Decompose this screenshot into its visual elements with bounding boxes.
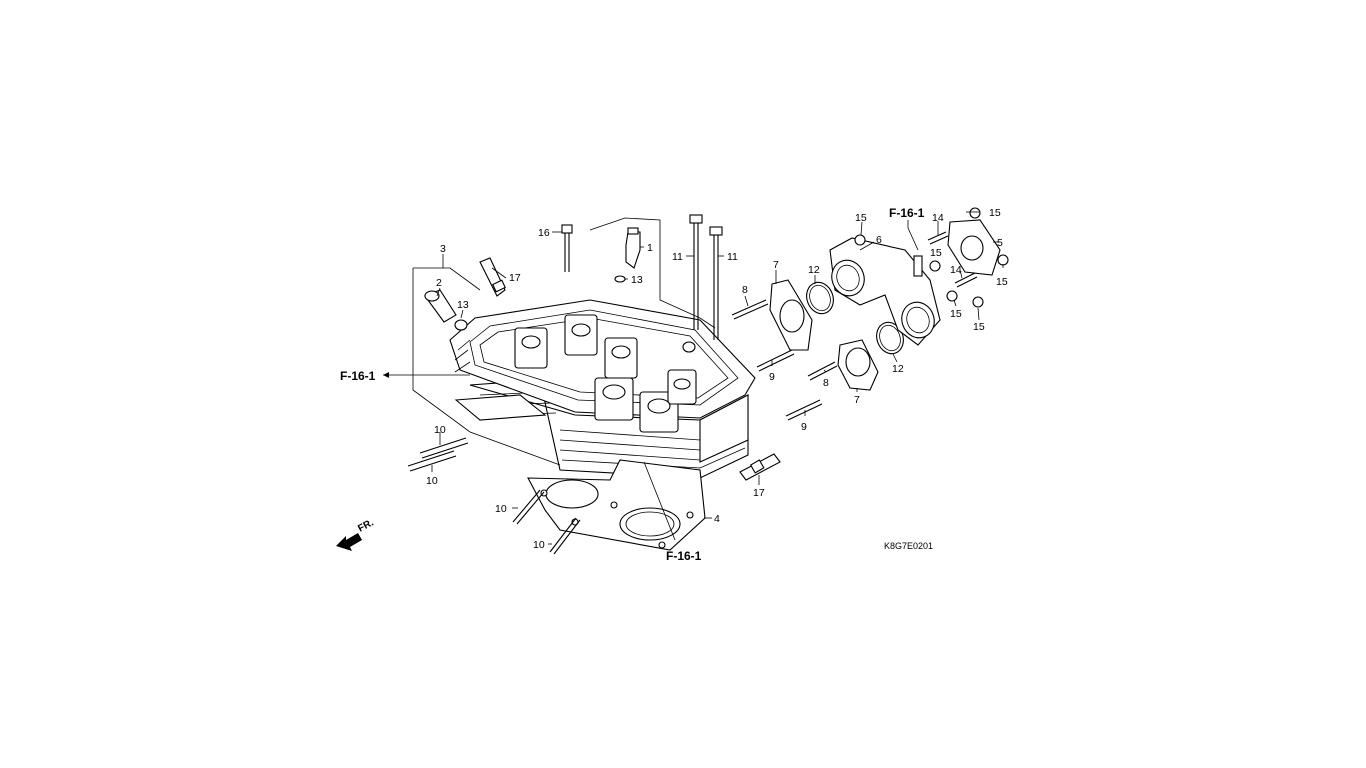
bolt-16 <box>561 224 573 272</box>
intake-manifold-6 <box>829 237 941 346</box>
arrow-down-left-icon <box>336 533 362 551</box>
long-bolts <box>689 214 723 340</box>
callout-4[interactable]: 4 <box>714 513 720 525</box>
callout-10-c[interactable]: 10 <box>495 503 507 515</box>
ref-label-bottom[interactable]: F-16-1 <box>666 549 702 563</box>
callout-16[interactable]: 16 <box>538 227 550 239</box>
callout-11-left[interactable]: 11 <box>672 251 683 263</box>
front-marker-label: FR. <box>356 517 376 534</box>
callout-15-f[interactable]: 15 <box>996 276 1008 288</box>
callout-6[interactable]: 6 <box>876 234 882 246</box>
callout-15-a[interactable]: 15 <box>855 212 867 224</box>
callout-7-lower[interactable]: 7 <box>854 394 860 406</box>
callout-7-upper[interactable]: 7 <box>773 259 779 271</box>
callout-2[interactable]: 2 <box>436 277 442 289</box>
callout-10-d[interactable]: 10 <box>533 539 545 551</box>
callout-15-c[interactable]: 15 <box>950 308 962 320</box>
insulator-gasket-7-upper <box>769 279 813 351</box>
insulator-gasket-7-lower <box>837 339 879 391</box>
tappet-2 <box>424 289 457 323</box>
front-direction-marker: FR. <box>336 517 376 551</box>
callout-8-lower[interactable]: 8 <box>823 377 829 389</box>
cover-plate-5 <box>947 219 1001 276</box>
head-gasket <box>527 459 706 551</box>
callout-15-b[interactable]: 15 <box>930 247 942 259</box>
callout-17-lower[interactable]: 17 <box>753 487 765 499</box>
callout-9-upper[interactable]: 9 <box>769 371 775 383</box>
spark-plug-17-upper <box>479 257 506 297</box>
leader-lines <box>383 211 1004 545</box>
assembly-outline <box>412 217 716 466</box>
callout-11-right[interactable]: 11 <box>727 251 738 263</box>
callout-3[interactable]: 3 <box>440 243 446 255</box>
ref-label-top[interactable]: F-16-1 <box>889 206 925 220</box>
callout-15-e[interactable]: 15 <box>989 207 1001 219</box>
diagram-code: K8G7E0201 <box>884 541 933 551</box>
callout-14-upper[interactable]: 14 <box>932 212 944 224</box>
callout-12-lower[interactable]: 12 <box>892 363 904 375</box>
callout-13-right[interactable]: 13 <box>631 274 643 286</box>
o-ring-13 <box>454 319 468 331</box>
callout-14-lower[interactable]: 14 <box>950 264 962 276</box>
callout-12-upper[interactable]: 12 <box>808 264 820 276</box>
callout-10-a[interactable]: 10 <box>434 424 446 436</box>
callout-13-left[interactable]: 13 <box>457 299 469 311</box>
callout-9-lower[interactable]: 9 <box>801 421 807 433</box>
fitting-1 <box>614 227 641 283</box>
cylinder-head <box>449 299 756 479</box>
spark-plug-17-lower <box>739 453 781 481</box>
ref-label-left[interactable]: F-16-1 <box>340 369 376 383</box>
callout-1[interactable]: 1 <box>647 242 653 254</box>
nuts-15 <box>854 207 1009 308</box>
studs-10 <box>407 437 581 555</box>
callout-8-upper[interactable]: 8 <box>742 284 748 296</box>
callout-17-upper[interactable]: 17 <box>509 272 521 284</box>
callout-15-d[interactable]: 15 <box>973 321 985 333</box>
callout-10-b[interactable]: 10 <box>426 475 438 487</box>
callout-5[interactable]: 5 <box>997 237 1003 249</box>
